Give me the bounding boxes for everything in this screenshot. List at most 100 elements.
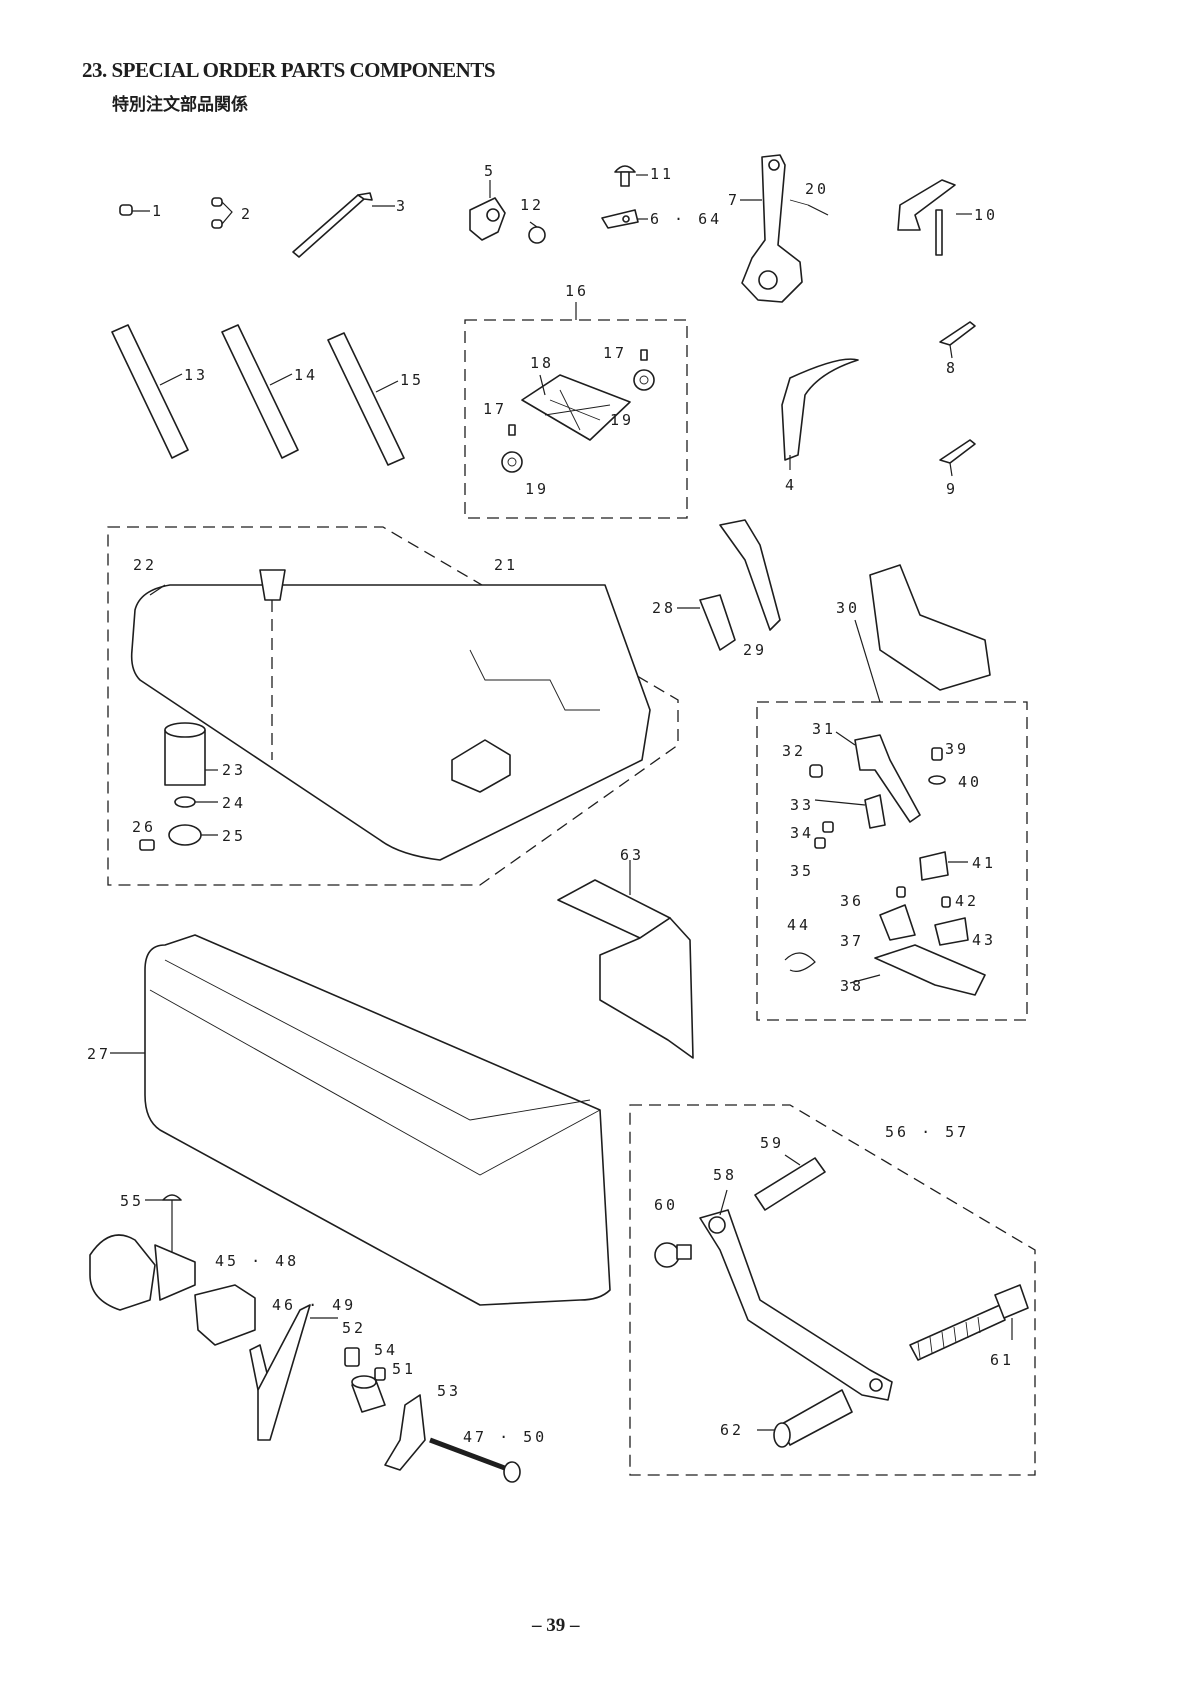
callout-22: 22: [133, 556, 157, 574]
group-box-21: [107, 526, 679, 886]
part-51-collar: [351, 1375, 386, 1413]
callout-23: 23: [222, 761, 246, 779]
callout-2: 2: [241, 205, 253, 223]
part-22-cover-plate: [130, 569, 651, 861]
part-3-hex-wrench: [292, 192, 395, 258]
callout-54: 54: [374, 1341, 398, 1359]
part-47-50-bolt: [429, 1437, 521, 1483]
part-19-collars: [501, 369, 655, 473]
callout-15: 15: [400, 371, 424, 389]
part-7-arm: [740, 154, 803, 303]
callout-9: 9: [946, 480, 958, 498]
callout-19-bottom: 19: [525, 480, 549, 498]
callout-31: 31: [812, 720, 836, 738]
callout-27: 27: [87, 1045, 111, 1063]
callout-10: 10: [974, 206, 998, 224]
callout-6-64: 6 · 64: [650, 210, 722, 228]
part-27-oil-pan: [110, 934, 611, 1306]
callout-29: 29: [743, 641, 767, 659]
callout-14: 14: [294, 366, 318, 384]
part-34-35-screws: [814, 821, 834, 849]
callout-20: 20: [805, 180, 829, 198]
callout-39: 39: [945, 740, 969, 758]
part-47-50-knife-guide: [257, 1304, 338, 1441]
part-46-49-cam: [194, 1284, 271, 1391]
part-12-screw: [528, 221, 546, 244]
part-5-collar: [469, 180, 506, 241]
callout-37: 37: [840, 932, 864, 950]
callout-32: 32: [782, 742, 806, 760]
callout-55: 55: [120, 1192, 144, 1210]
callout-28: 28: [652, 599, 676, 617]
callout-4: 4: [785, 476, 797, 494]
part-17-screws: [508, 349, 648, 436]
callout-51: 51: [392, 1360, 416, 1378]
part-10-lever: [897, 179, 972, 256]
part-52-bracket: [344, 1347, 360, 1367]
callout-25: 25: [222, 827, 246, 845]
part-11-screw: [614, 165, 648, 187]
callout-34: 34: [790, 824, 814, 842]
part-45-48-block: [89, 1234, 196, 1311]
callout-62: 62: [720, 1421, 744, 1439]
callout-46-49: 46 · 49: [272, 1296, 356, 1314]
part-14-spacer: [221, 324, 299, 459]
part-39-40-screw-washer: [928, 747, 946, 785]
part-8-small-plate: [939, 321, 976, 359]
part-38-sole: [849, 944, 986, 996]
callout-5: 5: [484, 162, 496, 180]
callout-47-50: 47 · 50: [463, 1428, 547, 1446]
part-28-presser-arm: [677, 519, 781, 651]
part-26-setscrew: [139, 839, 155, 851]
callout-36: 36: [840, 892, 864, 910]
callout-11: 11: [650, 165, 674, 183]
callout-61: 61: [990, 1351, 1014, 1369]
callout-1: 1: [152, 202, 164, 220]
callout-18: 18: [530, 354, 554, 372]
callout-13: 13: [184, 366, 208, 384]
callout-45-48: 45 · 48: [215, 1252, 299, 1270]
part-44-spring: [784, 952, 816, 972]
part-6-64-bracket: [601, 209, 648, 229]
callout-38: 38: [840, 977, 864, 995]
callout-43: 43: [972, 931, 996, 949]
callout-19-right: 19: [610, 411, 634, 429]
callout-56-57: 56 · 57: [885, 1123, 969, 1141]
part-9-small-plate: [939, 439, 976, 477]
part-58-lever-arm: [699, 1189, 893, 1401]
part-13-spacer: [111, 324, 189, 459]
part-53-plate: [384, 1394, 426, 1471]
group-box-30: [756, 701, 1028, 1021]
part-18-plate: [521, 374, 631, 441]
group-box-56-57: [629, 1104, 1036, 1476]
callout-60: 60: [654, 1196, 678, 1214]
group-box-16: [464, 319, 688, 519]
part-61-bolt: [909, 1284, 1029, 1361]
callout-16: 16: [565, 282, 589, 300]
callout-42: 42: [955, 892, 979, 910]
part-60-screw: [654, 1242, 692, 1268]
callout-3: 3: [396, 197, 408, 215]
part-30-presser-foot: [854, 564, 991, 703]
callout-40: 40: [958, 773, 982, 791]
callout-26: 26: [132, 818, 156, 836]
callout-33: 33: [790, 796, 814, 814]
part-4-looper: [781, 358, 859, 470]
callout-21: 21: [494, 556, 518, 574]
part-32-screw: [809, 764, 823, 778]
part-33-link: [814, 794, 886, 829]
page-title: 23. SPECIAL ORDER PARTS COMPONENTS: [82, 58, 496, 82]
callout-7: 7: [728, 191, 740, 209]
callout-41: 41: [972, 854, 996, 872]
part-42-43-plate: [934, 896, 969, 946]
callout-30: 30: [836, 599, 860, 617]
part-54-screw: [374, 1367, 386, 1381]
part-36-37-guide: [879, 886, 916, 941]
callout-17-top: 17: [603, 344, 627, 362]
callout-63: 63: [620, 846, 644, 864]
part-62-grip: [757, 1389, 853, 1448]
callout-52: 52: [342, 1319, 366, 1337]
part-2-screws: [211, 197, 233, 229]
part-15-spacer: [327, 332, 405, 466]
